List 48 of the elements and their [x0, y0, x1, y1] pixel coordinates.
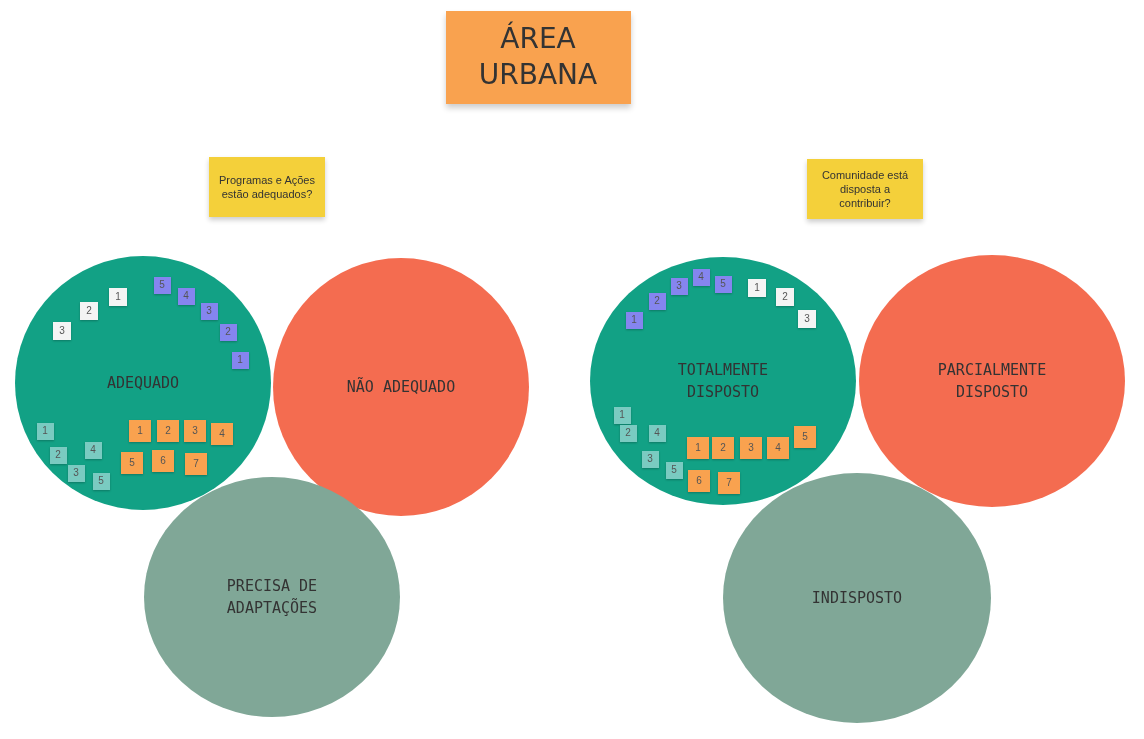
category-label: ADEQUADO [106, 372, 180, 394]
sticky-note: 6 [152, 450, 174, 472]
sticky-note: 2 [157, 420, 179, 442]
category-circle: NÃO ADEQUADO [273, 258, 529, 516]
sticky-note: 3 [641, 450, 659, 468]
sticky-note: 5 [153, 276, 171, 294]
sticky-note: 3 [53, 322, 71, 340]
sticky-note: 5 [92, 472, 110, 490]
sticky-note: 4 [177, 287, 195, 305]
sticky-note-title: ÁREA URBANA [445, 10, 631, 104]
sticky-note: 3 [184, 420, 206, 442]
sticky-note: 7 [718, 472, 740, 494]
category-circle: PARCIALMENTE DISPOSTO [859, 255, 1125, 507]
sticky-note: 2 [712, 437, 734, 459]
sticky-note: 5 [794, 426, 816, 448]
sticky-note: 2 [219, 323, 237, 341]
sticky-note: 4 [692, 268, 710, 286]
sticky-note: 1 [36, 422, 54, 440]
sticky-note: 1 [625, 311, 643, 329]
sticky-note: 1 [129, 420, 151, 442]
sticky-note: 2 [49, 446, 67, 464]
sticky-note: 1 [613, 406, 631, 424]
sticky-note: 3 [798, 310, 816, 328]
sticky-note: 3 [740, 437, 762, 459]
sticky-note: 2 [619, 424, 637, 442]
sticky-note: 2 [776, 288, 794, 306]
sticky-note: 1 [748, 279, 766, 297]
sticky-note: 4 [648, 424, 666, 442]
sticky-note: 1 [231, 351, 249, 369]
sticky-note: 2 [648, 292, 666, 310]
question-sticky-note: Comunidade está disposta a contribuir? [807, 159, 923, 219]
sticky-note: 1 [109, 288, 127, 306]
category-circle: PRECISA DE ADAPTAÇÕES [144, 477, 400, 717]
sticky-note: 3 [670, 277, 688, 295]
question-sticky-note: Programas e Ações estão adequados? [209, 157, 325, 217]
category-label: TOTALMENTE DISPOSTO [676, 359, 770, 403]
sticky-note: 5 [665, 461, 683, 479]
sticky-note: 3 [200, 302, 218, 320]
sticky-note: 6 [688, 470, 710, 492]
sticky-note: 4 [767, 437, 789, 459]
sticky-note: 1 [687, 437, 709, 459]
sticky-note: 3 [67, 464, 85, 482]
sticky-note: 4 [211, 423, 233, 445]
sticky-note: 5 [714, 275, 732, 293]
sticky-note: 5 [121, 452, 143, 474]
sticky-note: 2 [80, 302, 98, 320]
sticky-note: 4 [84, 441, 102, 459]
sticky-note: 7 [185, 453, 207, 475]
